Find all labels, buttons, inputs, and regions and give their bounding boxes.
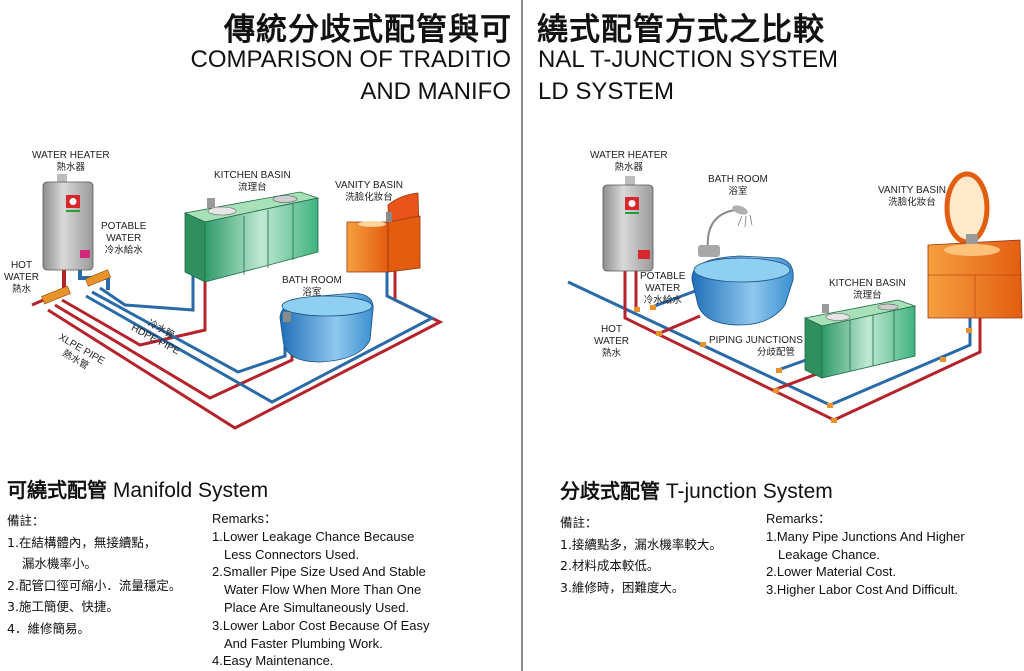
hot-branch-bath — [659, 314, 701, 335]
left-kitchen-cabinet — [183, 191, 320, 283]
right-label-hot-water: HOT WATER 熱水 — [594, 324, 629, 359]
right-kitchen-cabinet — [803, 299, 917, 379]
right-water-heater — [602, 176, 654, 272]
right-vanity — [927, 171, 1023, 319]
remark-item: 3.Higher Labor Cost And Difficult. — [766, 582, 958, 598]
hot-manifold — [41, 285, 71, 305]
title-zh-left: 傳統分歧式配管與可 — [224, 12, 512, 48]
right-label-water-heater: WATER HEATER 熱水器 — [590, 150, 668, 173]
hot-pipe-vanity — [47, 228, 444, 430]
manifold-remarks: Remarks： 1.Lower Leakage Chance Because … — [212, 510, 430, 670]
left-label-hot-water: HOT WATER 熱水 — [4, 260, 39, 295]
title-zh-right: 繞式配管方式之比較 — [537, 12, 825, 48]
right-label-piping-junctions: PIPING JUNCTIONS 分歧配管 — [709, 335, 803, 358]
right-bathtub — [691, 205, 794, 326]
note-item: 2.材料成本較低。 — [560, 558, 660, 573]
manifold-section-title: 可繞式配管 Manifold System — [7, 478, 269, 502]
left-vanity — [346, 192, 421, 273]
remark-item: Leakage Chance. — [778, 546, 880, 562]
tjunction-notes: 備註： 1.接續點多，漏水機率較大。 2.材料成本較低。 3.維修時，困難度大。 — [560, 512, 722, 598]
tjunction-remarks: Remarks： 1.Many Pipe Junctions And Highe… — [766, 510, 965, 599]
remark-item: 4.Easy Maintenance. — [212, 653, 334, 669]
cold-trunk-line — [567, 280, 972, 407]
tjunction-section-title: 分歧式配管 T-junction System — [560, 479, 833, 503]
right-junction-fittings — [634, 305, 972, 423]
remarks-heading: Remarks： — [212, 511, 278, 526]
right-label-vanity-basin: VANITY BASIN 洗臉化妝台 — [878, 185, 946, 208]
left-label-water-heater: WATER HEATER 熱水器 — [32, 150, 110, 173]
remark-item: Water Flow When More Than One — [224, 582, 422, 598]
note-item: 3.施工簡便、快捷。 — [7, 599, 119, 614]
left-water-heater — [42, 174, 94, 271]
remark-item: Less Connectors Used. — [224, 546, 360, 562]
left-label-potable-water: POTABLE WATER 冷水給水 — [101, 221, 147, 256]
title-en-line1-left: COMPARISON OF TRADITIO — [190, 46, 511, 73]
manifold-notes: 備註： 1.在結構體內，無接續點， 漏水機率小。 2.配管口徑可縮小．流量穩定。… — [7, 510, 181, 639]
remark-item: Place Are Simultaneously Used. — [224, 599, 409, 615]
remark-item: 3.Lower Labor Cost Because Of Easy — [212, 617, 430, 633]
remark-item: And Faster Plumbing Work. — [224, 635, 383, 651]
remarks-heading: Remarks： — [766, 511, 832, 526]
left-label-bath-room: BATH ROOM 浴室 — [282, 275, 342, 298]
left-bathtub — [279, 292, 374, 363]
note-item: 2.配管口徑可縮小．流量穩定。 — [7, 577, 182, 593]
note-item: 漏水機率小。 — [22, 556, 98, 571]
title-en-line2-right: LD SYSTEM — [538, 78, 675, 105]
title-en-line2-left: AND MANIFO — [360, 78, 511, 105]
remark-item: 1.Many Pipe Junctions And Higher — [766, 528, 965, 544]
note-item: 4．維修簡易。 — [7, 620, 90, 636]
center-divider — [521, 0, 523, 671]
notes-heading: 備註： — [560, 515, 598, 530]
notes-heading: 備註： — [7, 513, 45, 528]
right-label-potable-water: POTABLE WATER 冷水給水 — [640, 271, 686, 306]
remark-item: 1.Lower Leakage Chance Because — [212, 528, 415, 544]
remark-item: 2.Smaller Pipe Size Used And Stable — [212, 564, 426, 580]
note-item: 3.維修時，困難度大。 — [560, 579, 685, 595]
note-item: 1.接續點多，漏水機率較大。 — [560, 536, 722, 552]
cold-pipe-vanity — [85, 228, 436, 404]
left-label-vanity-basin: VANITY BASIN 洗臉化妝台 — [335, 180, 403, 203]
title-en-line1-right: NAL T-JUNCTION SYSTEM — [538, 46, 839, 73]
hot-branch-kitchen — [773, 370, 823, 392]
right-label-bath-room: BATH ROOM 浴室 — [708, 174, 768, 197]
right-label-kitchen-basin: KITCHEN BASIN 流理台 — [829, 278, 906, 301]
remark-item: 2.Lower Material Cost. — [766, 564, 897, 580]
cold-branch-bath — [651, 288, 699, 309]
left-label-kitchen-basin: KITCHEN BASIN 流理台 — [214, 170, 291, 193]
note-item: 1.在結構體內，無接續點， — [7, 534, 157, 550]
cold-manifold — [84, 269, 112, 287]
